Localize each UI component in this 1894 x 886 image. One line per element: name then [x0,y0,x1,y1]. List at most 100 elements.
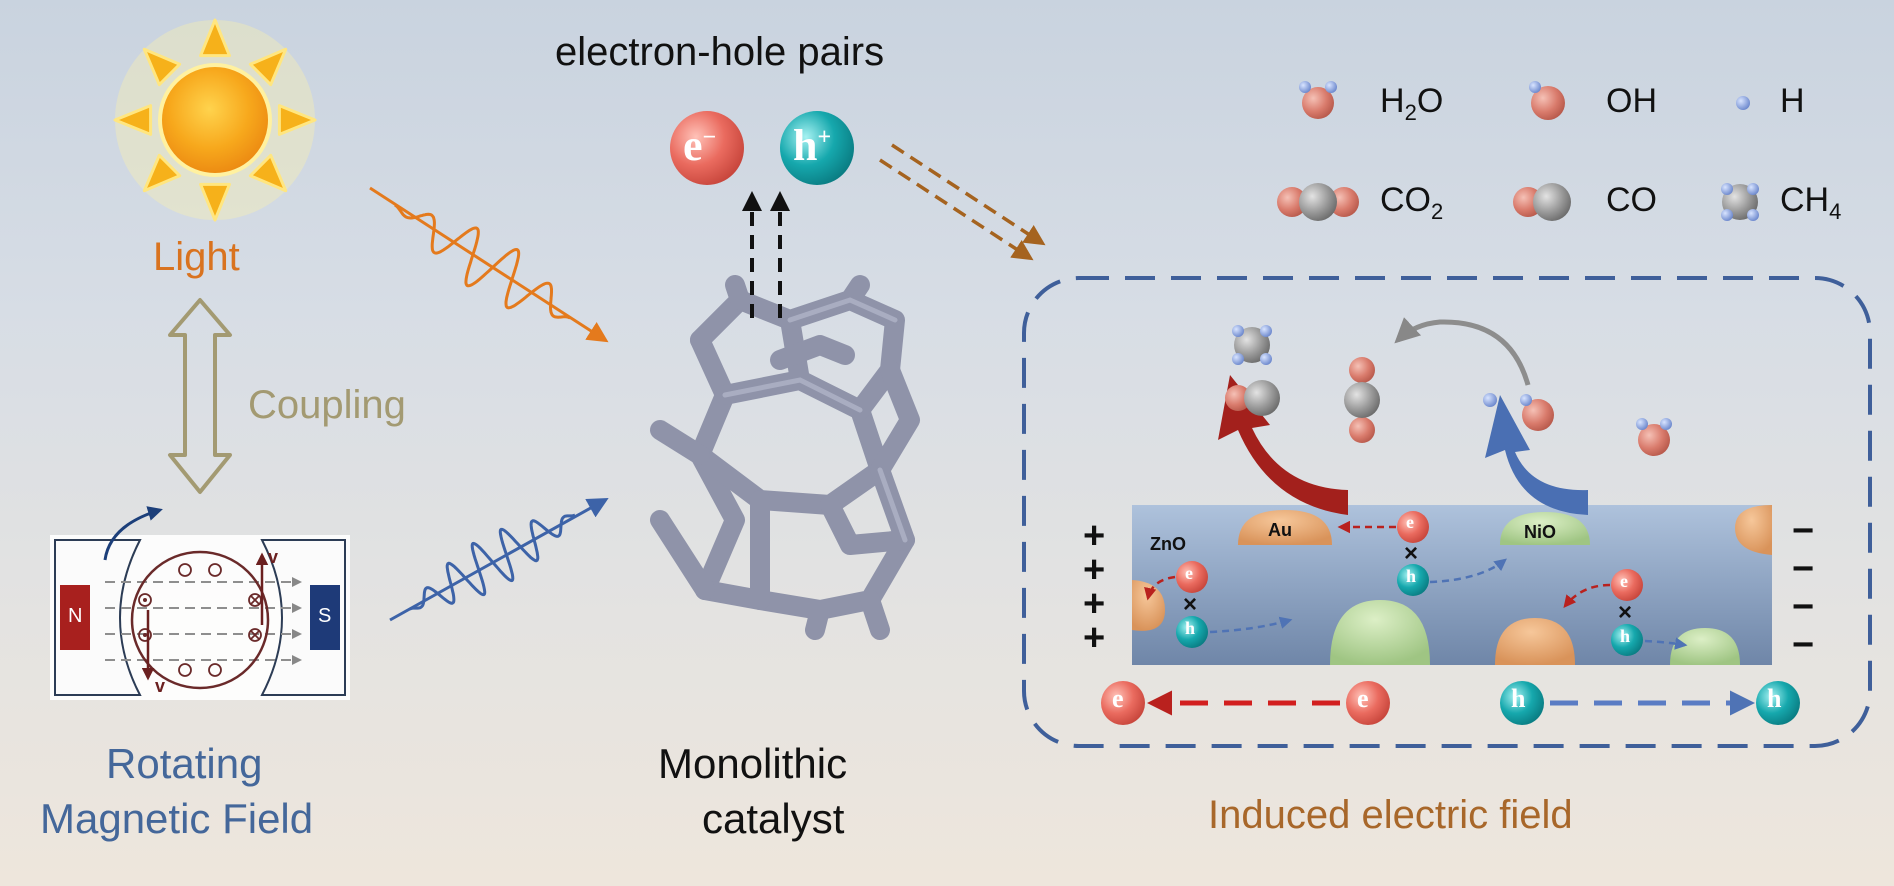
oxidation-arrow [1485,395,1588,515]
au-particle [1238,510,1332,545]
legend-h2o-label: H2O [1380,82,1443,126]
legend-oh-molecule-icon [1529,81,1565,120]
positive-charge-2: + [1083,549,1106,591]
legend-oh-label: OH [1606,82,1657,120]
rotating-magnet-diagram [50,506,350,700]
positive-charge-1: + [1083,515,1106,557]
electron-sphere [670,111,744,185]
au-particle-right-edge [1735,505,1772,555]
electron-bottom-label: e [1112,684,1124,713]
electron-small-label: e [1185,563,1193,583]
monolithic-label-line2: catalyst [702,795,845,842]
hole-small-label: h [1185,618,1196,638]
hole-sphere-small [1176,616,1208,648]
sun-ray [199,182,231,222]
rotor-circle [130,550,270,690]
sun-ray [113,104,153,136]
electron-sphere-small [1397,511,1429,543]
electron-sphere-small [1611,569,1643,601]
h2o-molecule [1636,418,1672,456]
hole-charge: + [817,124,832,151]
electron-sphere-bottom-right [1346,681,1390,725]
south-label: S [318,605,332,627]
north-label: N [68,605,83,627]
h-atom [1483,393,1497,407]
hole-bottom-label: h [1767,684,1782,713]
north-pole-face [54,539,142,696]
au-particle-bulk [1495,618,1575,665]
nio-particle-bulk-right [1670,628,1740,665]
hole-sphere-bottom-left [1500,681,1544,725]
rmf-label-line2: Magnetic Field [40,795,314,842]
legend-ch4-text: CH [1780,181,1830,219]
hole-sphere-bottom-right [1756,681,1800,725]
monolithic-label-line1: Monolithic [658,740,848,787]
legend-h-label: H [1780,82,1805,120]
negative-charge-2: − [1792,548,1815,590]
negative-charge-4: − [1792,624,1815,666]
magnetic-wave-arrow [389,497,609,622]
electron-symbol: e [683,121,703,170]
legend-h2o-molecule-icon [1299,81,1337,119]
light-wave-arrow [369,186,609,343]
au-label: Au [1268,520,1292,540]
hole-small-label: h [1406,566,1417,586]
velocity-label-top: v [268,547,279,567]
electron-hole-pairs-label: electron-hole pairs [555,30,885,74]
electron-sphere-small [1176,561,1208,593]
legend-ch4-label: CH4 [1780,181,1841,225]
co-molecule [1225,380,1280,416]
rotor-conductors [138,563,262,677]
electron-small-label: e [1620,571,1628,591]
recombination-cross: × [1618,599,1633,626]
north-pole-block [60,585,90,650]
electron-label: e− [683,120,716,171]
oh-molecule [1520,394,1554,431]
zno-label: ZnO [1150,534,1186,554]
negative-charge-1: − [1792,510,1815,552]
south-pole-face [260,539,346,696]
legend-co2-text: CO [1380,181,1431,219]
electron-charge: − [702,124,717,151]
positive-charge-4: + [1083,617,1106,659]
legend-h2o-text: H [1380,82,1405,120]
legend-co2-label: CO2 [1380,181,1443,225]
hole-small-label: h [1620,626,1631,646]
sun-ray [248,47,288,87]
legend-h-atom-icon [1736,96,1750,110]
negative-charge-3: − [1792,586,1815,628]
nio-label: NiO [1524,522,1557,542]
conversion-arrow [1394,317,1531,386]
hole-symbol: h [793,121,818,170]
sun-ray [199,18,231,58]
co2-molecule [1344,357,1380,443]
recombination-cross: × [1183,591,1198,618]
legend-co-label: CO [1606,181,1657,219]
coupling-label: Coupling [248,383,406,427]
sun-icon [113,18,317,222]
positive-charge-3: + [1083,583,1106,625]
transfer-arrows [879,143,1046,261]
nio-particle-bulk-left [1330,600,1430,665]
rmf-label-line1: Rotating [106,740,263,787]
recombination-cross: × [1404,540,1419,567]
legend-h2o-tail: O [1416,82,1444,120]
light-label: Light [153,235,240,279]
legend-ch4-sub: 4 [1829,198,1842,224]
electron-small-label: e [1406,512,1414,532]
hole-label: h+ [793,120,831,171]
legend-co2-molecule-icon [1277,183,1359,221]
electron-bottom-label: e [1357,684,1369,713]
nio-particle [1500,512,1590,545]
electron-sphere-bottom-left [1101,681,1145,725]
sun-ray [248,153,288,193]
induced-field-frame [1022,276,1872,748]
legend-co2-sub: 2 [1431,198,1444,224]
hole-sphere [780,111,854,185]
excitation-arrows [742,191,790,318]
ch4-molecule [1232,325,1272,365]
legend-co-molecule-icon [1513,183,1571,221]
hole-sphere-small [1611,624,1643,656]
hole-bottom-label: h [1511,684,1526,713]
